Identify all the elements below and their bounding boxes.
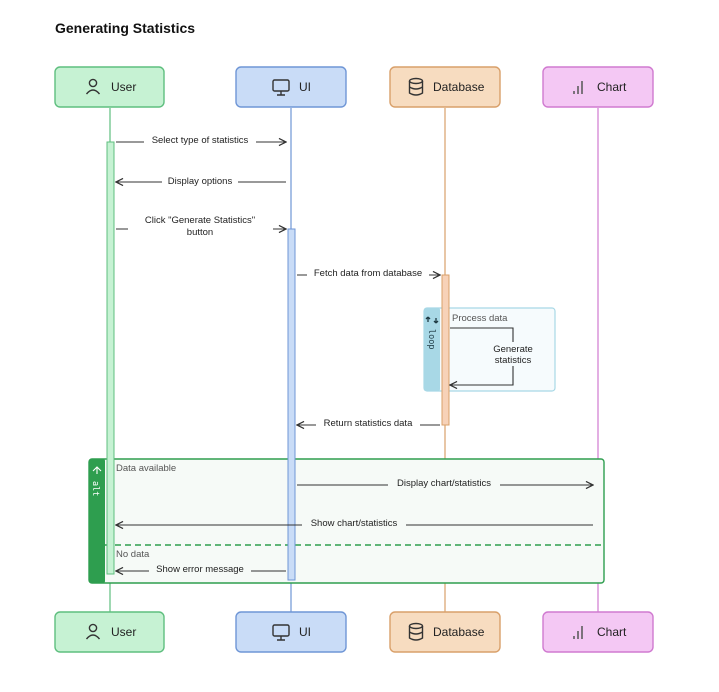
participant-user-label: User bbox=[111, 625, 136, 639]
loop-tab-label: loop bbox=[426, 329, 436, 349]
loop-icon bbox=[425, 316, 439, 324]
alt-branch-icon bbox=[92, 466, 102, 474]
participant-ui-label: UI bbox=[299, 625, 311, 639]
participant-ui-label: UI bbox=[299, 80, 311, 94]
user-icon bbox=[85, 623, 101, 640]
user-icon bbox=[85, 78, 101, 95]
database-icon bbox=[408, 77, 424, 96]
participant-user-bottom: User bbox=[54, 611, 165, 653]
diagram-title: Generating Statistics bbox=[55, 20, 195, 36]
alt-condition-no-data: No data bbox=[116, 549, 150, 560]
msg-click-generate-line2: button bbox=[187, 227, 213, 238]
participant-database-label: Database bbox=[433, 80, 485, 94]
participant-ui-top: UI bbox=[235, 66, 347, 108]
participant-database-bottom: Database bbox=[389, 611, 501, 653]
participant-chart-top: Chart bbox=[542, 66, 654, 108]
msg-select-type: Select type of statistics bbox=[152, 135, 249, 146]
bar-chart-icon bbox=[573, 81, 583, 94]
alt-condition-data-available: Data available bbox=[116, 463, 176, 474]
msg-return-statistics: Return statistics data bbox=[324, 418, 413, 429]
participant-user-top: User bbox=[54, 66, 165, 108]
participant-ui-bottom: UI bbox=[235, 611, 347, 653]
alt-tab bbox=[89, 459, 105, 583]
msg-generate-line2: statistics bbox=[495, 355, 532, 366]
participant-chart-label: Chart bbox=[597, 80, 627, 94]
monitor-icon bbox=[272, 79, 290, 96]
alt-tab-label: alt bbox=[90, 481, 100, 496]
msg-display-options: Display options bbox=[168, 176, 233, 187]
participant-chart-bottom: Chart bbox=[542, 611, 654, 653]
database-activation bbox=[441, 274, 450, 426]
msg-fetch-data: Fetch data from database bbox=[314, 268, 422, 279]
participant-database-top: Database bbox=[389, 66, 501, 108]
ui-activation bbox=[287, 228, 296, 581]
database-icon bbox=[408, 622, 424, 641]
msg-show-error: Show error message bbox=[156, 564, 244, 575]
msg-generate-line1: Generate bbox=[493, 344, 533, 355]
loop-label: Process data bbox=[452, 313, 508, 324]
monitor-icon bbox=[272, 624, 290, 641]
participant-database-label: Database bbox=[433, 625, 485, 639]
msg-display-chart: Display chart/statistics bbox=[397, 478, 491, 489]
user-activation bbox=[106, 141, 115, 575]
participant-user-label: User bbox=[111, 80, 136, 94]
loop-tab bbox=[424, 308, 440, 391]
msg-click-generate-line1: Click "Generate Statistics" bbox=[145, 215, 255, 226]
bar-chart-icon bbox=[573, 626, 583, 639]
participant-chart-label: Chart bbox=[597, 625, 627, 639]
msg-show-chart: Show chart/statistics bbox=[311, 518, 398, 529]
